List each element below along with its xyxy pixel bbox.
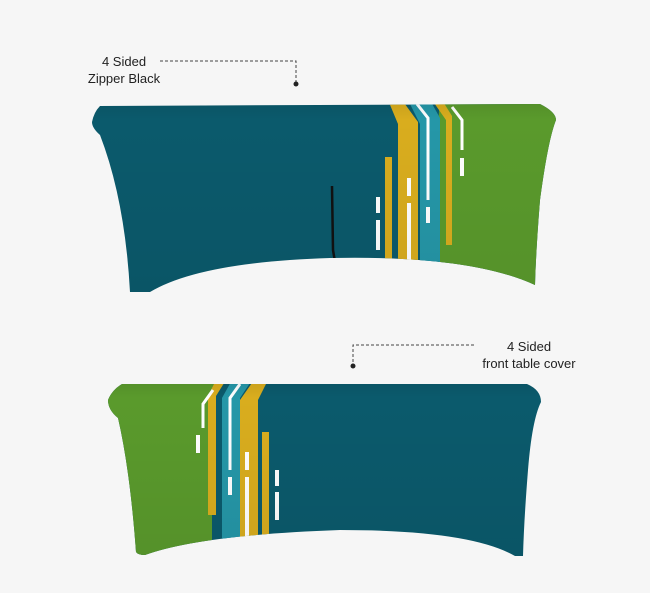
leader-line-top [160, 60, 299, 87]
leader-line-bottom [350, 344, 474, 369]
label-zipper-black: 4 Sided Zipper Black [84, 53, 164, 87]
table-cover-zipper-back [92, 104, 556, 292]
label-front-cover: 4 Sided front table cover [476, 338, 582, 372]
label-line1: 4 Sided [506, 339, 552, 354]
label-line2: front table cover [482, 356, 576, 371]
label-line1: 4 Sided [101, 54, 147, 69]
label-line2: Zipper Black [87, 71, 161, 86]
table-cover-front [108, 384, 541, 556]
